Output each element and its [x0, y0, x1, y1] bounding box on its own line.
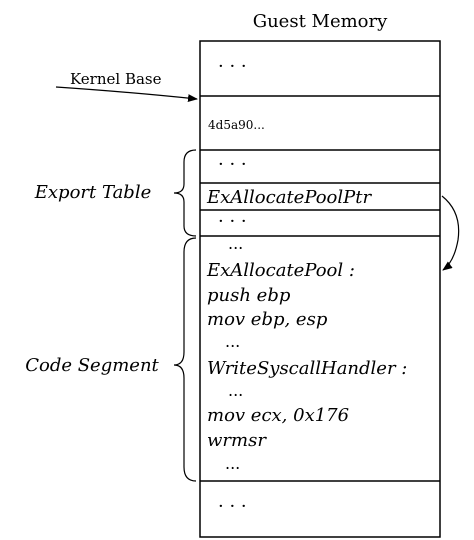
code-line: mov ebp, esp	[207, 309, 328, 330]
diagram-title: Guest Memory	[253, 11, 388, 32]
memory-column	[199, 40, 441, 538]
code-line: ExAllocatePool :	[206, 260, 355, 281]
code-segment-brace	[173, 237, 197, 482]
header-bytes: 4d5a90...	[208, 118, 265, 132]
kernel-base-arrow	[55, 86, 198, 103]
code-segment-label: Code Segment	[25, 355, 159, 376]
code-line: ...	[228, 234, 243, 253]
code-line: ...	[225, 454, 240, 473]
code-line: WriteSyscallHandler :	[207, 358, 407, 379]
export-ellipsis-bottom: · · ·	[218, 211, 247, 232]
bottom-ellipsis: · · ·	[218, 496, 247, 517]
export-table-brace	[173, 149, 197, 237]
code-line: mov ecx, 0x176	[207, 405, 349, 426]
kernel-base-label: Kernel Base	[70, 70, 162, 88]
export-ellipsis-top: · · ·	[218, 154, 247, 175]
export-table-label: Export Table	[34, 182, 151, 203]
code-line: push ebp	[207, 285, 291, 306]
top-ellipsis: · · ·	[218, 56, 247, 77]
code-line: ...	[228, 381, 243, 400]
export-pointer-entry: ExAllocatePoolPtr	[206, 187, 372, 208]
code-line: wrmsr	[207, 430, 267, 451]
pointer-arrow	[441, 195, 460, 271]
code-line: ...	[225, 332, 240, 351]
